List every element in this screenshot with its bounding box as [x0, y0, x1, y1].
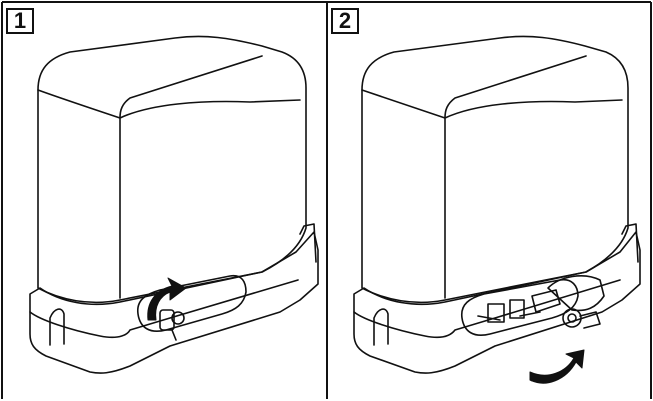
release-mechanism [477, 289, 561, 323]
base-side-tab [49, 308, 65, 346]
base-side-tab [373, 308, 389, 346]
curved-arrow-icon [147, 277, 187, 321]
base-corner-tab [621, 223, 639, 263]
motor-cover-body [361, 35, 629, 304]
motor-base-housing [353, 231, 641, 374]
curved-arrow-icon [529, 349, 585, 384]
base-lower-rim [29, 279, 299, 339]
key-lever-icon [547, 275, 605, 329]
cover-top-edge [37, 55, 263, 119]
key-icon [159, 309, 185, 341]
step-label-1: 1 [6, 8, 34, 34]
lock-recess [136, 274, 247, 332]
cover-front-edge [444, 99, 623, 299]
opened-lock-recess [460, 278, 579, 336]
base-lower-rim [353, 279, 621, 339]
motor-base-housing [29, 231, 319, 374]
step-label-2: 2 [331, 8, 359, 34]
base-corner-tab [299, 223, 317, 263]
motor-cover-body [37, 35, 307, 304]
cover-top-edge [361, 55, 587, 119]
cover-front-edge [119, 99, 301, 299]
panel-1-illustration [29, 35, 319, 374]
panel-2-illustration [353, 35, 641, 384]
